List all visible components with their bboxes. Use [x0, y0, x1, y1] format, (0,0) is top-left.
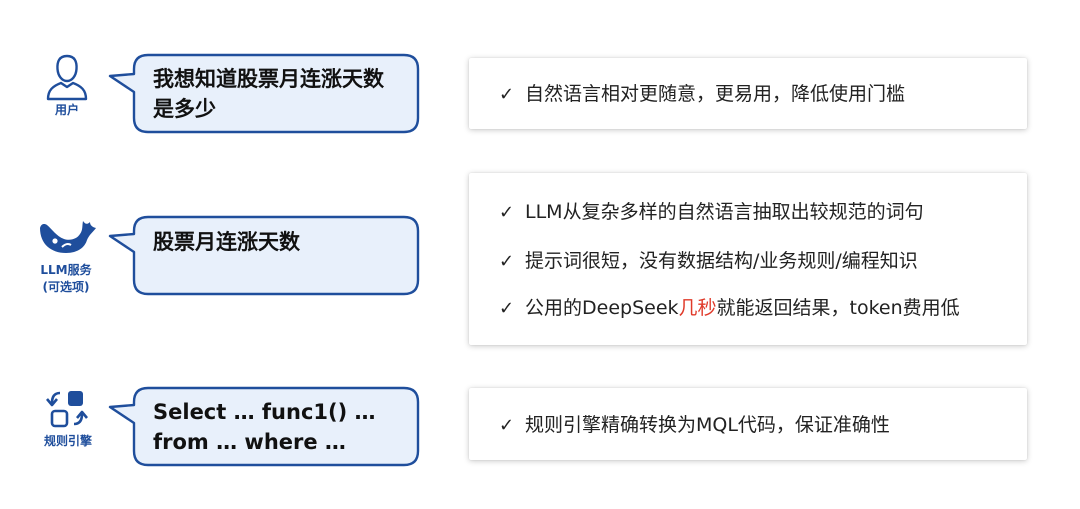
rule-engine-notes-card: ✓规则引擎精确转换为MQL代码，保证准确性 — [469, 388, 1027, 460]
rule-engine-label: 规则引擎 — [43, 434, 92, 448]
highlight-text: 几秒 — [678, 297, 717, 319]
check-icon: ✓ — [499, 298, 515, 319]
bubble-line: 是多少 — [153, 97, 216, 121]
llm-label-line: (可选项) — [42, 280, 90, 294]
whale-icon — [40, 221, 96, 253]
check-icon: ✓ — [499, 251, 515, 272]
llm-notes-card: ✓LLM从复杂多样的自然语言抽取出较规范的词句 ✓提示词很短，没有数据结构/业务… — [469, 173, 1027, 345]
check-icon: ✓ — [499, 202, 515, 223]
note-item: ✓LLM从复杂多样的自然语言抽取出较规范的词句 — [499, 201, 924, 223]
user-label: 用户 — [54, 103, 79, 117]
bubble-line: 股票月连涨天数 — [153, 230, 300, 254]
user-notes-card: ✓自然语言相对更随意，更易用，降低使用门槛 — [469, 58, 1027, 129]
bubble-line: Select … func1() … — [153, 400, 376, 424]
llm-output-text: 股票月连涨天数 — [153, 227, 300, 257]
rule-engine-icon — [46, 391, 88, 428]
bubble-line: from … where … — [153, 430, 346, 454]
note-item: ✓自然语言相对更随意，更易用，降低使用门槛 — [499, 83, 906, 105]
note-item: ✓公用的DeepSeek几秒就能返回结果，token费用低 — [499, 297, 960, 319]
user-actor: 用户 — [27, 52, 107, 119]
llm-actor: LLM服务 (可选项) — [26, 214, 106, 296]
check-icon: ✓ — [499, 84, 515, 105]
user-question-text: 我想知道股票月连涨天数 是多少 — [153, 64, 384, 124]
note-item: ✓规则引擎精确转换为MQL代码，保证准确性 — [499, 414, 890, 436]
llm-label: LLM服务 (可选项) — [26, 262, 106, 296]
llm-label-line: LLM服务 — [40, 263, 92, 277]
bubble-line: 我想知道股票月连涨天数 — [153, 67, 384, 91]
mql-code-text: Select … func1() … from … where … — [153, 397, 376, 457]
user-icon — [46, 54, 88, 101]
note-item: ✓提示词很短，没有数据结构/业务规则/编程知识 — [499, 250, 918, 272]
rule-engine-actor: 规则引擎 — [28, 389, 108, 450]
check-icon: ✓ — [499, 415, 515, 436]
